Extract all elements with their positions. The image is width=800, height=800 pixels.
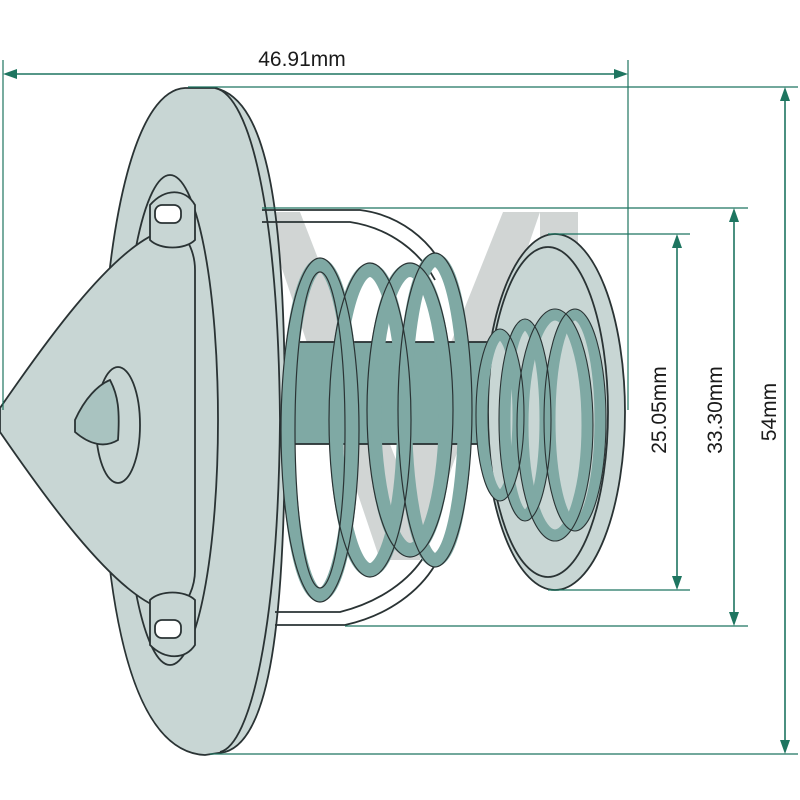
dimension-label-overall-length: 46.91mm xyxy=(258,48,346,71)
dimension-flange-diameter: 54mm xyxy=(188,86,798,755)
main-spring xyxy=(281,253,472,602)
bridge-yoke xyxy=(0,191,196,658)
main-spring-outline xyxy=(280,252,473,603)
dimension-label-flange-diameter: 54mm xyxy=(758,383,781,441)
dimension-overall-length: 46.91mm xyxy=(2,48,629,410)
dimension-valve-disc-diameter: 25.05mm xyxy=(548,233,690,591)
dimension-label-spring-cage-diameter: 33.30mm xyxy=(704,366,727,454)
dimension-label-valve-disc-diameter: 25.05mm xyxy=(648,366,671,454)
dimension-spring-cage-diameter: 33.30mm xyxy=(262,207,748,627)
secondary-spring-outline xyxy=(475,308,607,542)
